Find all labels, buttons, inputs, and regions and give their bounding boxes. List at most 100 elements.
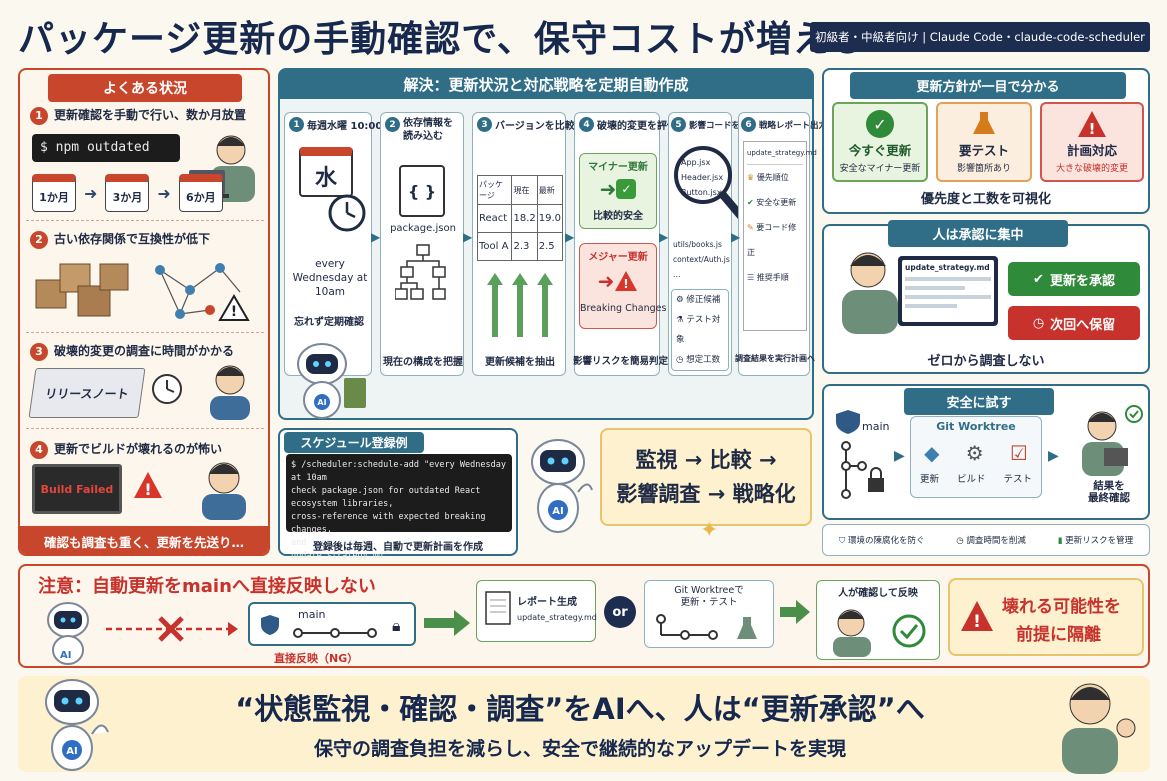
arrow-icon [780, 600, 810, 624]
calendar-1m-icon: 1か月 [32, 174, 76, 212]
upward-arrows-icon [485, 273, 555, 337]
robot-small-illustration [40, 600, 96, 666]
step-arrow-icon: ▶ [565, 230, 575, 244]
arrow-check-icon: ➜✓ [580, 177, 656, 201]
ai-label: AI [60, 650, 72, 661]
clock-icon: ◷ [956, 536, 964, 546]
list-item: … [673, 270, 681, 279]
approval-footer: ゼロから調査しない [927, 354, 1045, 369]
step-4-footer: 影響リスクを簡易判定 [573, 356, 669, 367]
needs-test-card: 要テスト 影響箇所あり [936, 102, 1032, 182]
dependency-boxes-illustration: ! [30, 250, 260, 326]
package-json-label: package.json [390, 223, 456, 234]
step-number: 2 [30, 230, 48, 249]
arrow-icon: ➜ [157, 183, 171, 203]
step-arrow-icon: ▶ [659, 230, 669, 244]
step-2-footer: 現在の構成を把握 [383, 357, 463, 368]
report-filename: update_strategy.md [747, 146, 817, 165]
schedule-command-terminal: $ /scheduler:schedule-add "every Wednesd… [286, 454, 512, 561]
divider [26, 428, 264, 429]
worried-person-illustration [188, 452, 260, 520]
planned-response-card: ! 計画対応 大きな破壊的変更 [1040, 102, 1144, 182]
checklist-icon: ☑ [1009, 441, 1028, 465]
situation-3-label: 破壊的変更の調査に時間がかかる [54, 344, 235, 358]
svg-text:!: ! [624, 277, 629, 291]
stage-label: ビルド [956, 474, 986, 485]
list-item: ⚗ テスト対象 [676, 315, 721, 345]
shield-icon [261, 615, 279, 635]
monitor-filename: update_strategy.md [905, 263, 990, 272]
sparkle-icon: ✦ [700, 518, 719, 543]
lock-icon: 🔒︎ [392, 616, 401, 635]
version-table: パッケージ 現在 最新 React 18.2 19.0 Tool A 2.3 2… [476, 175, 564, 261]
worktree-box: Git Worktree ◆ ⚙ ☑ 更新 ビルド テスト [910, 416, 1042, 498]
arrow-icon: ▶ [1048, 448, 1059, 464]
defer-to-next-button[interactable]: ◷次回へ保留 [1008, 306, 1140, 340]
calendar-row: 1か月 ➜ 3か月 ➜ 6か月 [32, 174, 223, 212]
flow-summary-line-1: 監視 → 比較 → [635, 448, 777, 472]
list-item: ◷ 想定工数 [676, 355, 721, 365]
schedule-header: スケジュール登録例 [284, 432, 424, 453]
update-now-card: ✓ 今すぐ更新 安全なマイナー更新 [832, 102, 928, 182]
step-3-footer: 更新候補を抽出 [485, 357, 555, 368]
list-item: ⚙ 修正候補 [676, 295, 721, 305]
build-failed-monitor: Build Failed [32, 464, 122, 514]
warning-icon: ! [132, 470, 164, 500]
list-item: ♛ 優先順位 [747, 173, 789, 182]
summary-banner [18, 676, 1150, 772]
arrow-warning-icon: ➜ ! [580, 269, 656, 293]
step-number: 3 [30, 342, 48, 361]
svg-text:AI: AI [66, 746, 77, 757]
benefit-item: ◷ 調査時間を削減 [956, 536, 1026, 546]
arrow-icon: ▶ [894, 448, 905, 464]
impact-checks: ⚙ 修正候補 ⚗ テスト対象 ◷ 想定工数 [671, 289, 729, 371]
affected-files-list: App.jsx Header.jsx Button.jsx [681, 155, 723, 200]
svg-text:!: ! [231, 304, 237, 320]
caution-title: 注意：自動更新をmainへ直接反映しない [38, 576, 376, 597]
divider [26, 332, 264, 333]
branch-flow-icon [656, 614, 757, 640]
summary-line-1: “状態監視・確認・調査”をAIへ、人は“更新承認”へ [235, 692, 925, 726]
robot-thumbs-up-illustration: AI [520, 432, 600, 542]
step-number: 4 [30, 440, 48, 459]
svg-text:!: ! [973, 612, 981, 632]
flow-summary-box: 監視 → 比較 → 影響調査 → 戦略化 [600, 428, 812, 526]
arrow-icon [424, 610, 470, 636]
schedule-footer: 登録後は毎週、自動で更新計画を作成 [313, 542, 483, 553]
table-row: Tool A 2.3 2.5 [476, 232, 564, 261]
safe-trial-header: 安全に試す [904, 388, 1054, 415]
cheering-person-illustration [1040, 670, 1140, 774]
svg-text:AI: AI [317, 398, 326, 407]
shield-icon: ⛉ [838, 536, 846, 546]
report-gen-label: レポート生成 [517, 597, 577, 608]
clock-icon: ◷ [1032, 315, 1045, 331]
approve-update-button[interactable]: ✔更新を承認 [1008, 262, 1140, 296]
ng-label: 直接反映（NG） [274, 652, 359, 665]
worktree-label: Git Worktree [936, 420, 1016, 433]
situations-footer: 確認も調査も重く、更新を先送り… [20, 526, 268, 554]
person-at-desk-illustration [828, 244, 908, 340]
policy-header: 更新方針が一目で分かる [850, 72, 1126, 99]
every-wednesday-text: every Wednesday at 10am [292, 258, 368, 298]
worktree-test-label: Git Worktreeで 更新・テスト [674, 585, 744, 608]
human-review-label: 人が確認して反映 [838, 588, 918, 599]
dependency-tree-icon [395, 243, 451, 303]
arrow-icon: ➜ [84, 183, 98, 203]
situation-1-label: 更新確認を手動で行い、数か月放置 [54, 108, 247, 122]
affected-paths-list: utils/books.js context/Auth.js … [673, 237, 730, 282]
document-icon [485, 591, 511, 625]
divider [26, 220, 264, 221]
solution-header: 解決：更新状況と対応戦略を定期自動作成 [280, 70, 812, 99]
main-branch-label: main [862, 420, 890, 433]
page-title: パッケージ更新の手動確認で、保守コストが増える [18, 19, 866, 60]
